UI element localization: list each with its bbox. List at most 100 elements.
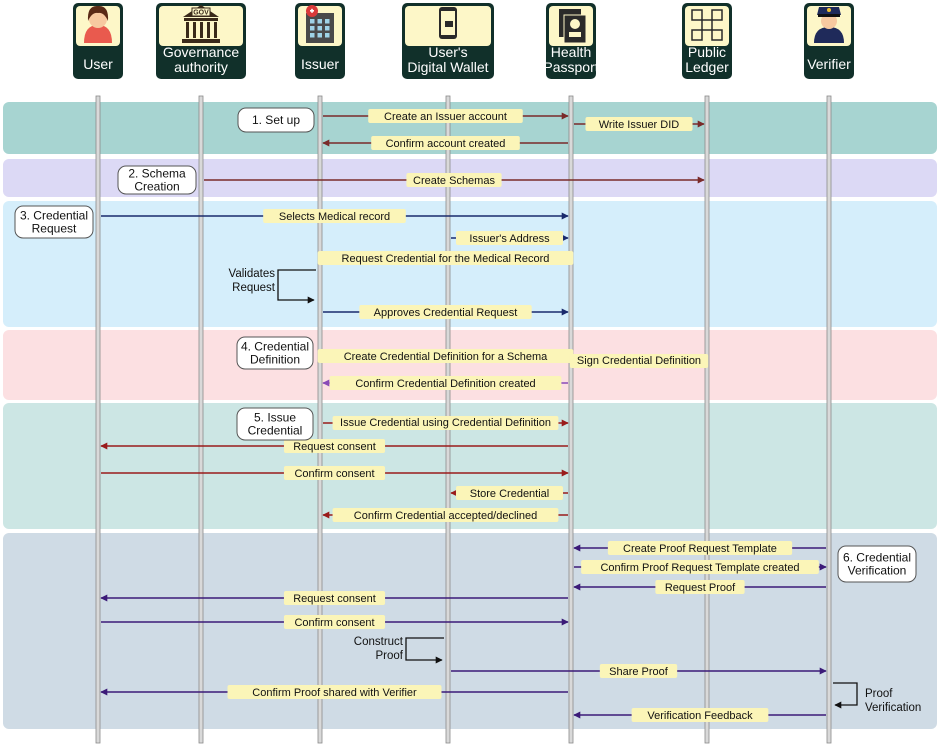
message-arrow: Store Credential (450, 486, 568, 500)
actor-label: Issuer (301, 56, 339, 72)
police-officer-icon (814, 7, 844, 43)
message-label-background (332, 416, 559, 430)
message-label-background (359, 305, 532, 319)
phase-label-text: Creation (134, 180, 179, 194)
message-label-background (607, 541, 793, 555)
self-call-label: Construct (354, 636, 404, 648)
lifeline-user (95, 95, 101, 744)
message-arrow: Request Credential for the Medical Recor… (317, 251, 574, 265)
self-call-label: Validates (229, 268, 276, 280)
message-label-background (283, 591, 386, 605)
blockchain-icon (691, 9, 723, 41)
message-label-background (585, 117, 693, 131)
message-label: Request consent (293, 593, 376, 605)
message-arrow: Verification Feedback (573, 708, 826, 722)
message-label-background (655, 580, 745, 594)
health-passport-icon (559, 9, 587, 44)
message-label: Confirm Proof Request Template created (600, 562, 799, 574)
actor-verifier: Verifier (804, 3, 854, 79)
message-label-background (283, 466, 386, 480)
message-label-background (283, 439, 386, 453)
lifeline-issuer (317, 95, 323, 744)
message-label: Write Issuer DID (599, 119, 680, 131)
message-label: Request Credential for the Medical Recor… (342, 253, 550, 265)
self-call-label: Proof (376, 650, 404, 662)
message-arrow: Create Credential Definition for a Schem… (317, 349, 574, 363)
message-label-background (569, 354, 709, 368)
phase-label-text: 3. Credential (20, 209, 88, 223)
message-arrow: Confirm Proof Request Template created (574, 560, 827, 574)
message-arrow: Create an Issuer account (323, 109, 569, 123)
message-label: Confirm account created (386, 138, 506, 150)
message-label-background (332, 508, 559, 522)
phase-label-text: Verification (848, 564, 907, 578)
message-label: Confirm consent (294, 617, 374, 629)
message-arrow: Request consent (100, 439, 568, 453)
self-call-label: Proof (865, 688, 893, 700)
message-label-background (371, 136, 520, 150)
actor-label: Governance (163, 44, 239, 60)
message-label-background (455, 486, 564, 500)
message-label-background (227, 685, 442, 699)
self-call-label: Verification (865, 702, 921, 714)
hospital-icon (306, 5, 334, 43)
message-label-background (581, 560, 819, 574)
message-label: Request consent (293, 441, 376, 453)
message-label-background (455, 231, 564, 245)
message-label: Confirm Credential Definition created (355, 378, 535, 390)
phase-label-text: 6. Credential (843, 551, 911, 565)
message-arrow: Issue Credential using Credential Defini… (323, 416, 569, 430)
message-label: Selects Medical record (279, 211, 390, 223)
message-label-background (599, 664, 678, 678)
self-call-label: Request (232, 282, 276, 294)
message-label-background (368, 109, 523, 123)
message-label: Confirm Proof shared with Verifier (252, 687, 417, 699)
message-arrow: Issuer's Address (451, 231, 569, 245)
message-label: Request Proof (665, 582, 736, 594)
message-label: Store Credential (470, 488, 550, 500)
message-label: Sign Credential Definition (577, 355, 701, 367)
message-label: Confirm consent (294, 468, 374, 480)
message-label: Confirm Credential accepted/declined (354, 510, 537, 522)
message-label-background (329, 376, 562, 390)
message-arrow: Request consent (100, 591, 568, 605)
message-arrow: Confirm account created (322, 136, 568, 150)
actor-label: User's (428, 44, 467, 60)
message-label-background (263, 209, 406, 223)
phase-label-text: Credential (248, 424, 303, 438)
phase-label-text: 1. Set up (252, 113, 300, 127)
message-arrow: Confirm consent (101, 466, 569, 480)
actor-label: Passport (543, 59, 598, 75)
phase-band-issue (3, 403, 937, 529)
actor-label: authority (174, 59, 228, 75)
actor-label: Digital Wallet (407, 59, 488, 75)
phase-label-text: Request (32, 222, 77, 236)
message-label: Issue Credential using Credential Defini… (340, 417, 551, 429)
message-arrow: Create Proof Request Template (573, 541, 826, 555)
government-building-icon: GOV (182, 5, 220, 43)
phase-label-text: 4. Credential (241, 340, 309, 354)
lifeline-ledger (704, 95, 710, 744)
message-arrow: Confirm Proof shared with Verifier (100, 685, 568, 699)
actor-user: User (73, 3, 123, 79)
message-label-background (317, 349, 574, 363)
message-label: Create an Issuer account (384, 111, 507, 123)
message-label: Create Proof Request Template (623, 543, 777, 555)
message-label-background (283, 615, 386, 629)
message-label: Approves Credential Request (374, 307, 518, 319)
phase-label-1: 1. Set up (237, 107, 315, 133)
actor-label: User (83, 56, 113, 72)
actor-label: Verifier (807, 56, 851, 72)
phase-label-text: Definition (250, 353, 300, 367)
message-arrow: Request Proof (573, 580, 826, 594)
message-arrow: Share Proof (451, 664, 827, 678)
